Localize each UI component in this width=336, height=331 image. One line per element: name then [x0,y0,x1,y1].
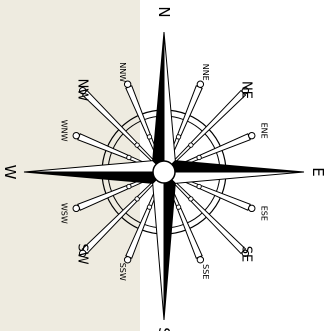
cardinal-point-light [164,172,304,183]
spoke-knob [197,257,203,263]
cardinal-point-dark [153,32,164,172]
spoke-knob [147,135,151,139]
direction-label-wsw: WSW [60,203,69,224]
compass-rose-lines [24,32,304,320]
spoke-knob [249,205,255,211]
cardinal-point-light [24,161,164,172]
direction-label-w: W [1,165,19,180]
spoke-knob [127,155,131,159]
direction-label-sse: SSE [201,264,210,279]
direction-label-se: SE [239,246,254,262]
cardinal-point-dark [164,172,175,320]
spoke-knob [176,205,180,209]
spoke-knob [197,184,201,188]
spoke-knob [135,143,139,147]
cardinal-point-dark [164,161,304,172]
direction-label-ene: ENE [259,123,268,139]
cardinal-point-light [153,172,164,320]
direction-label-s: S [155,327,173,331]
direction-label-nnw: NNW [118,62,127,82]
direction-label-wnw: WNW [60,120,69,142]
direction-label-nne: NNE [201,64,210,81]
spoke-knob [147,205,151,209]
spoke-knob [176,135,180,139]
spoke-knob [189,143,193,147]
direction-label-ssw: SSW [118,263,127,281]
spoke-knob [249,132,255,138]
spoke-knob [127,184,131,188]
spoke-knob [197,155,201,159]
direction-label-nw: NW [74,79,89,102]
cardinal-point-light [164,32,175,172]
spoke-knob [189,197,193,201]
direction-label-ne: NE [239,81,254,99]
direction-label-e: E [309,167,327,176]
spoke-knob [73,205,79,211]
spoke-knob [135,197,139,201]
direction-label-ese: ESE [259,206,268,221]
direction-label-sw: SW [74,243,89,264]
direction-label-n: N [155,6,173,17]
spoke-knob [73,132,79,138]
cardinal-point-dark [24,172,164,183]
spoke-knob [197,81,203,87]
center-hub [153,161,175,183]
